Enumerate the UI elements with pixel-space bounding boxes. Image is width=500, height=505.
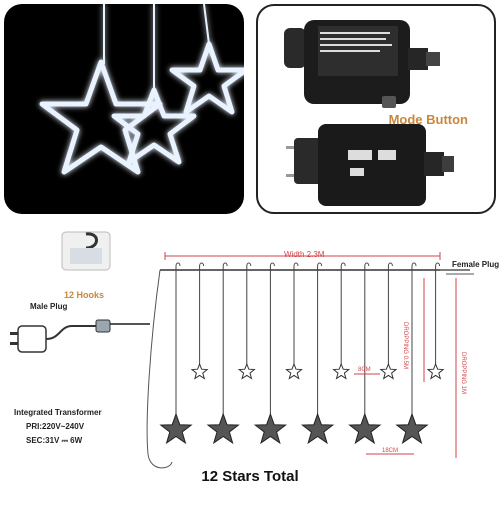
gap-big-label: 18CM — [382, 448, 399, 454]
dimension-diagram: 12 Hooks Width 2.3M Female Plug Male Plu… — [0, 222, 500, 500]
hook-icon — [340, 262, 346, 270]
gap-small-label: 8CM — [358, 367, 371, 373]
star-icon — [39, 59, 163, 175]
star-icon — [111, 87, 197, 165]
hook-icon — [175, 262, 181, 270]
glowing-stars-image — [39, 4, 244, 175]
hooks-label: 12 Hooks — [64, 290, 105, 300]
male-plug-label: Male Plug — [30, 302, 68, 311]
hook-icon — [387, 262, 393, 270]
hook-icon — [411, 262, 417, 270]
hook-icon — [269, 262, 275, 270]
mode-button-label: Mode Button — [388, 112, 468, 127]
hook-icon — [222, 262, 228, 270]
adapter-panel: Mode Button — [256, 4, 496, 214]
star-icon — [169, 41, 244, 115]
star-icon — [159, 412, 193, 445]
female-plug-label: Female Plug — [452, 260, 500, 269]
star-icon — [348, 412, 382, 445]
adapter-icon — [284, 20, 454, 206]
hook-icon — [293, 262, 299, 270]
transformer-label: Integrated Transformer — [14, 408, 102, 417]
star-icon — [379, 362, 398, 380]
sec-label: SEC:31V ⎓ 6W — [26, 436, 83, 445]
star-icon — [190, 362, 209, 380]
hook-icon — [435, 262, 441, 270]
stars-total-title: 12 Stars Total — [201, 468, 299, 485]
star-icon — [426, 362, 445, 380]
hook-icon — [199, 262, 205, 270]
star-icon — [206, 412, 240, 445]
wiring-diagram — [10, 231, 474, 469]
star-icon — [237, 362, 256, 380]
hook-icon — [246, 262, 252, 270]
star-icon — [300, 412, 335, 445]
star-icon — [395, 412, 429, 445]
drop-short-label: DROPPING 0.5M — [402, 322, 408, 370]
star-icon — [332, 362, 351, 380]
plug-icon — [10, 319, 111, 353]
lights-photo — [4, 4, 244, 214]
hook-icon — [364, 262, 370, 270]
star-icon — [285, 362, 303, 380]
pri-label: PRI:220V~240V — [26, 422, 85, 431]
width-label: Width 2.3M — [284, 250, 325, 259]
star-icon — [253, 412, 288, 445]
drop-long-label: DROPPING 1M — [460, 352, 466, 395]
hook-icon — [317, 262, 323, 270]
hook-icon — [61, 231, 111, 271]
